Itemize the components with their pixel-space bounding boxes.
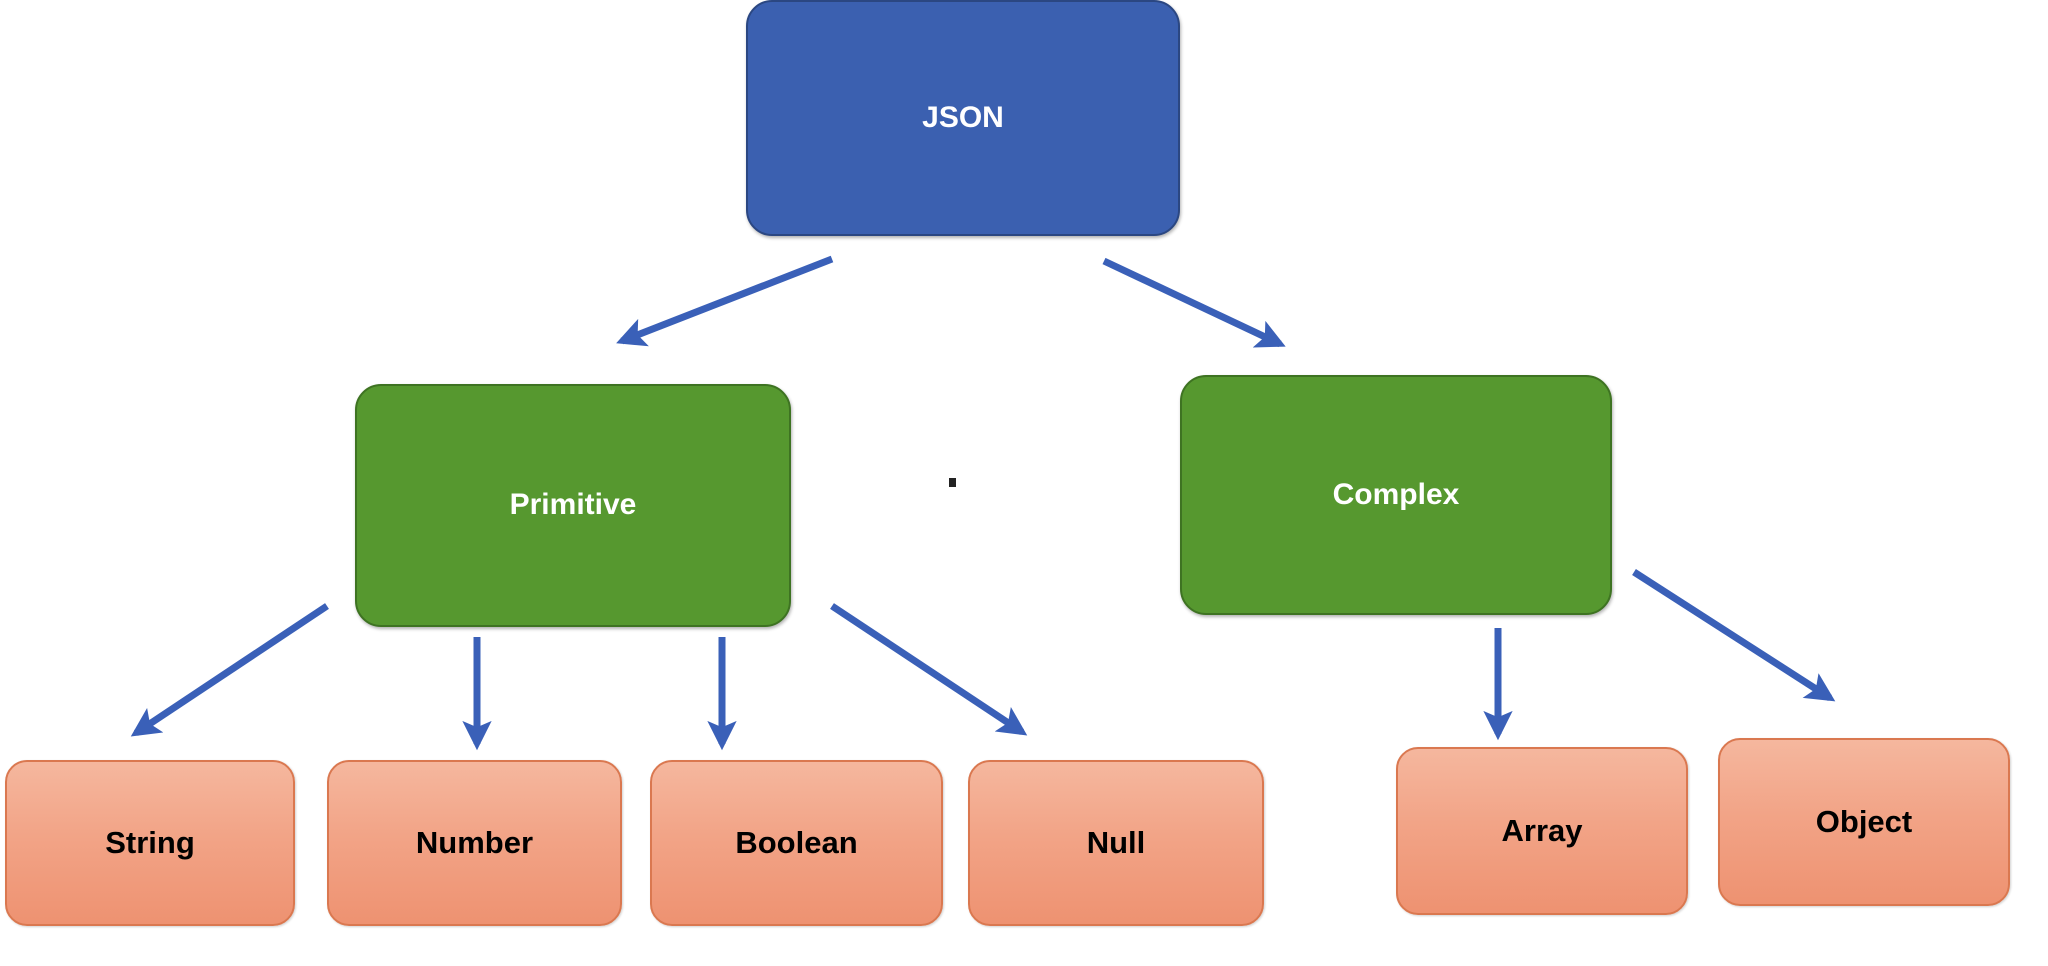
node-object[interactable]: Object — [1718, 738, 2010, 906]
node-complex[interactable]: Complex — [1180, 375, 1612, 615]
node-json[interactable]: JSON — [746, 0, 1180, 236]
edge-primitive-to-string — [130, 603, 329, 737]
node-array-label: Array — [1501, 813, 1583, 849]
node-array[interactable]: Array — [1396, 747, 1688, 915]
node-string[interactable]: String — [5, 760, 295, 926]
node-number-label: Number — [415, 825, 534, 861]
node-boolean-label: Boolean — [735, 825, 858, 861]
edge-json-to-complex — [1102, 257, 1286, 348]
node-boolean[interactable]: Boolean — [650, 760, 943, 926]
node-string-label: String — [105, 825, 195, 861]
node-null-label: Null — [1086, 825, 1146, 861]
node-primitive[interactable]: Primitive — [355, 384, 791, 627]
edge-complex-to-object — [1632, 569, 1836, 702]
edge-primitive-to-null — [830, 603, 1028, 736]
edge-json-to-primitive — [616, 255, 834, 347]
node-number[interactable]: Number — [327, 760, 622, 926]
node-primitive-label: Primitive — [509, 488, 637, 522]
node-null[interactable]: Null — [968, 760, 1264, 926]
node-complex-label: Complex — [1332, 477, 1460, 511]
node-object-label: Object — [1815, 804, 1913, 840]
stray-pixel-speck — [949, 478, 956, 487]
node-json-label: JSON — [922, 100, 1004, 134]
